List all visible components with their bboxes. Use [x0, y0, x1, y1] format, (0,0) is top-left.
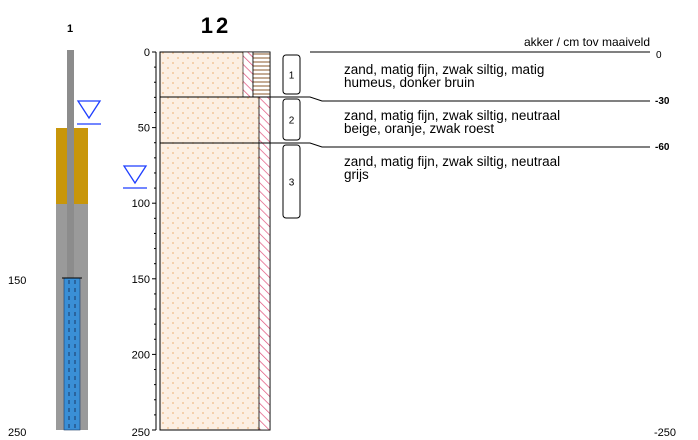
- well-depth-150: 150: [8, 275, 26, 287]
- layer-description-line2: grijs: [344, 167, 369, 182]
- layer-description-line1: zand, matig fijn, zwak siltig, neutraal: [344, 108, 560, 123]
- layer-top-depth: 0: [656, 50, 662, 61]
- profile-bottom-depth: -250: [654, 427, 676, 439]
- layer-description-line1: zand, matig fijn, zwak siltig, neutraal: [344, 154, 560, 169]
- axis-tick-label: 200: [132, 349, 150, 361]
- depth-axis: 0 50 100 150 200 250: [132, 47, 157, 439]
- well-label: 1: [67, 23, 73, 35]
- layer-number: 1: [289, 71, 295, 82]
- water-level-marker-1: [76, 100, 102, 125]
- mottling-strip: [258, 51, 271, 431]
- axis-tick-label: 0: [144, 47, 150, 59]
- layer-number-box: [282, 144, 301, 219]
- axis-tick-label: 250: [132, 427, 150, 439]
- layer-number: 3: [289, 178, 295, 189]
- axis-tick-label: 100: [132, 198, 150, 210]
- layer-annotations: akker / cm tov maaiveld 1 0 zand, matig fij…: [270, 35, 676, 439]
- layer-number-box: [282, 54, 301, 95]
- axis-tick-label: 150: [132, 274, 150, 286]
- profile-column: [159, 51, 271, 431]
- surface-note: akker / cm tov maaiveld: [524, 35, 650, 49]
- layer-description-line1: zand, matig fijn, zwak siltig, matig: [344, 62, 544, 77]
- layer-top-line: [270, 96, 650, 102]
- layer-number-box: [282, 98, 301, 141]
- layer-top-line: [270, 142, 650, 148]
- layer-top-depth: -60: [655, 142, 670, 153]
- water-level-marker-2: [122, 165, 148, 189]
- layer-1-humus-strip: [252, 51, 271, 98]
- profile-title: 12: [201, 13, 231, 38]
- layer-top-depth: -30: [655, 96, 670, 107]
- well-filter-screen: [63, 277, 81, 431]
- layer-description-line2: beige, oranje, zwak roest: [344, 121, 494, 136]
- axis-tick-label: 50: [138, 123, 150, 135]
- layer-1-mottling: [242, 51, 254, 98]
- well-depth-250: 250: [8, 427, 26, 439]
- well-tube: [67, 128, 74, 278]
- well-column: 1 150 250: [8, 23, 148, 439]
- layer-description-line2: humeus, donker bruin: [344, 75, 475, 90]
- layer-number: 2: [289, 116, 295, 127]
